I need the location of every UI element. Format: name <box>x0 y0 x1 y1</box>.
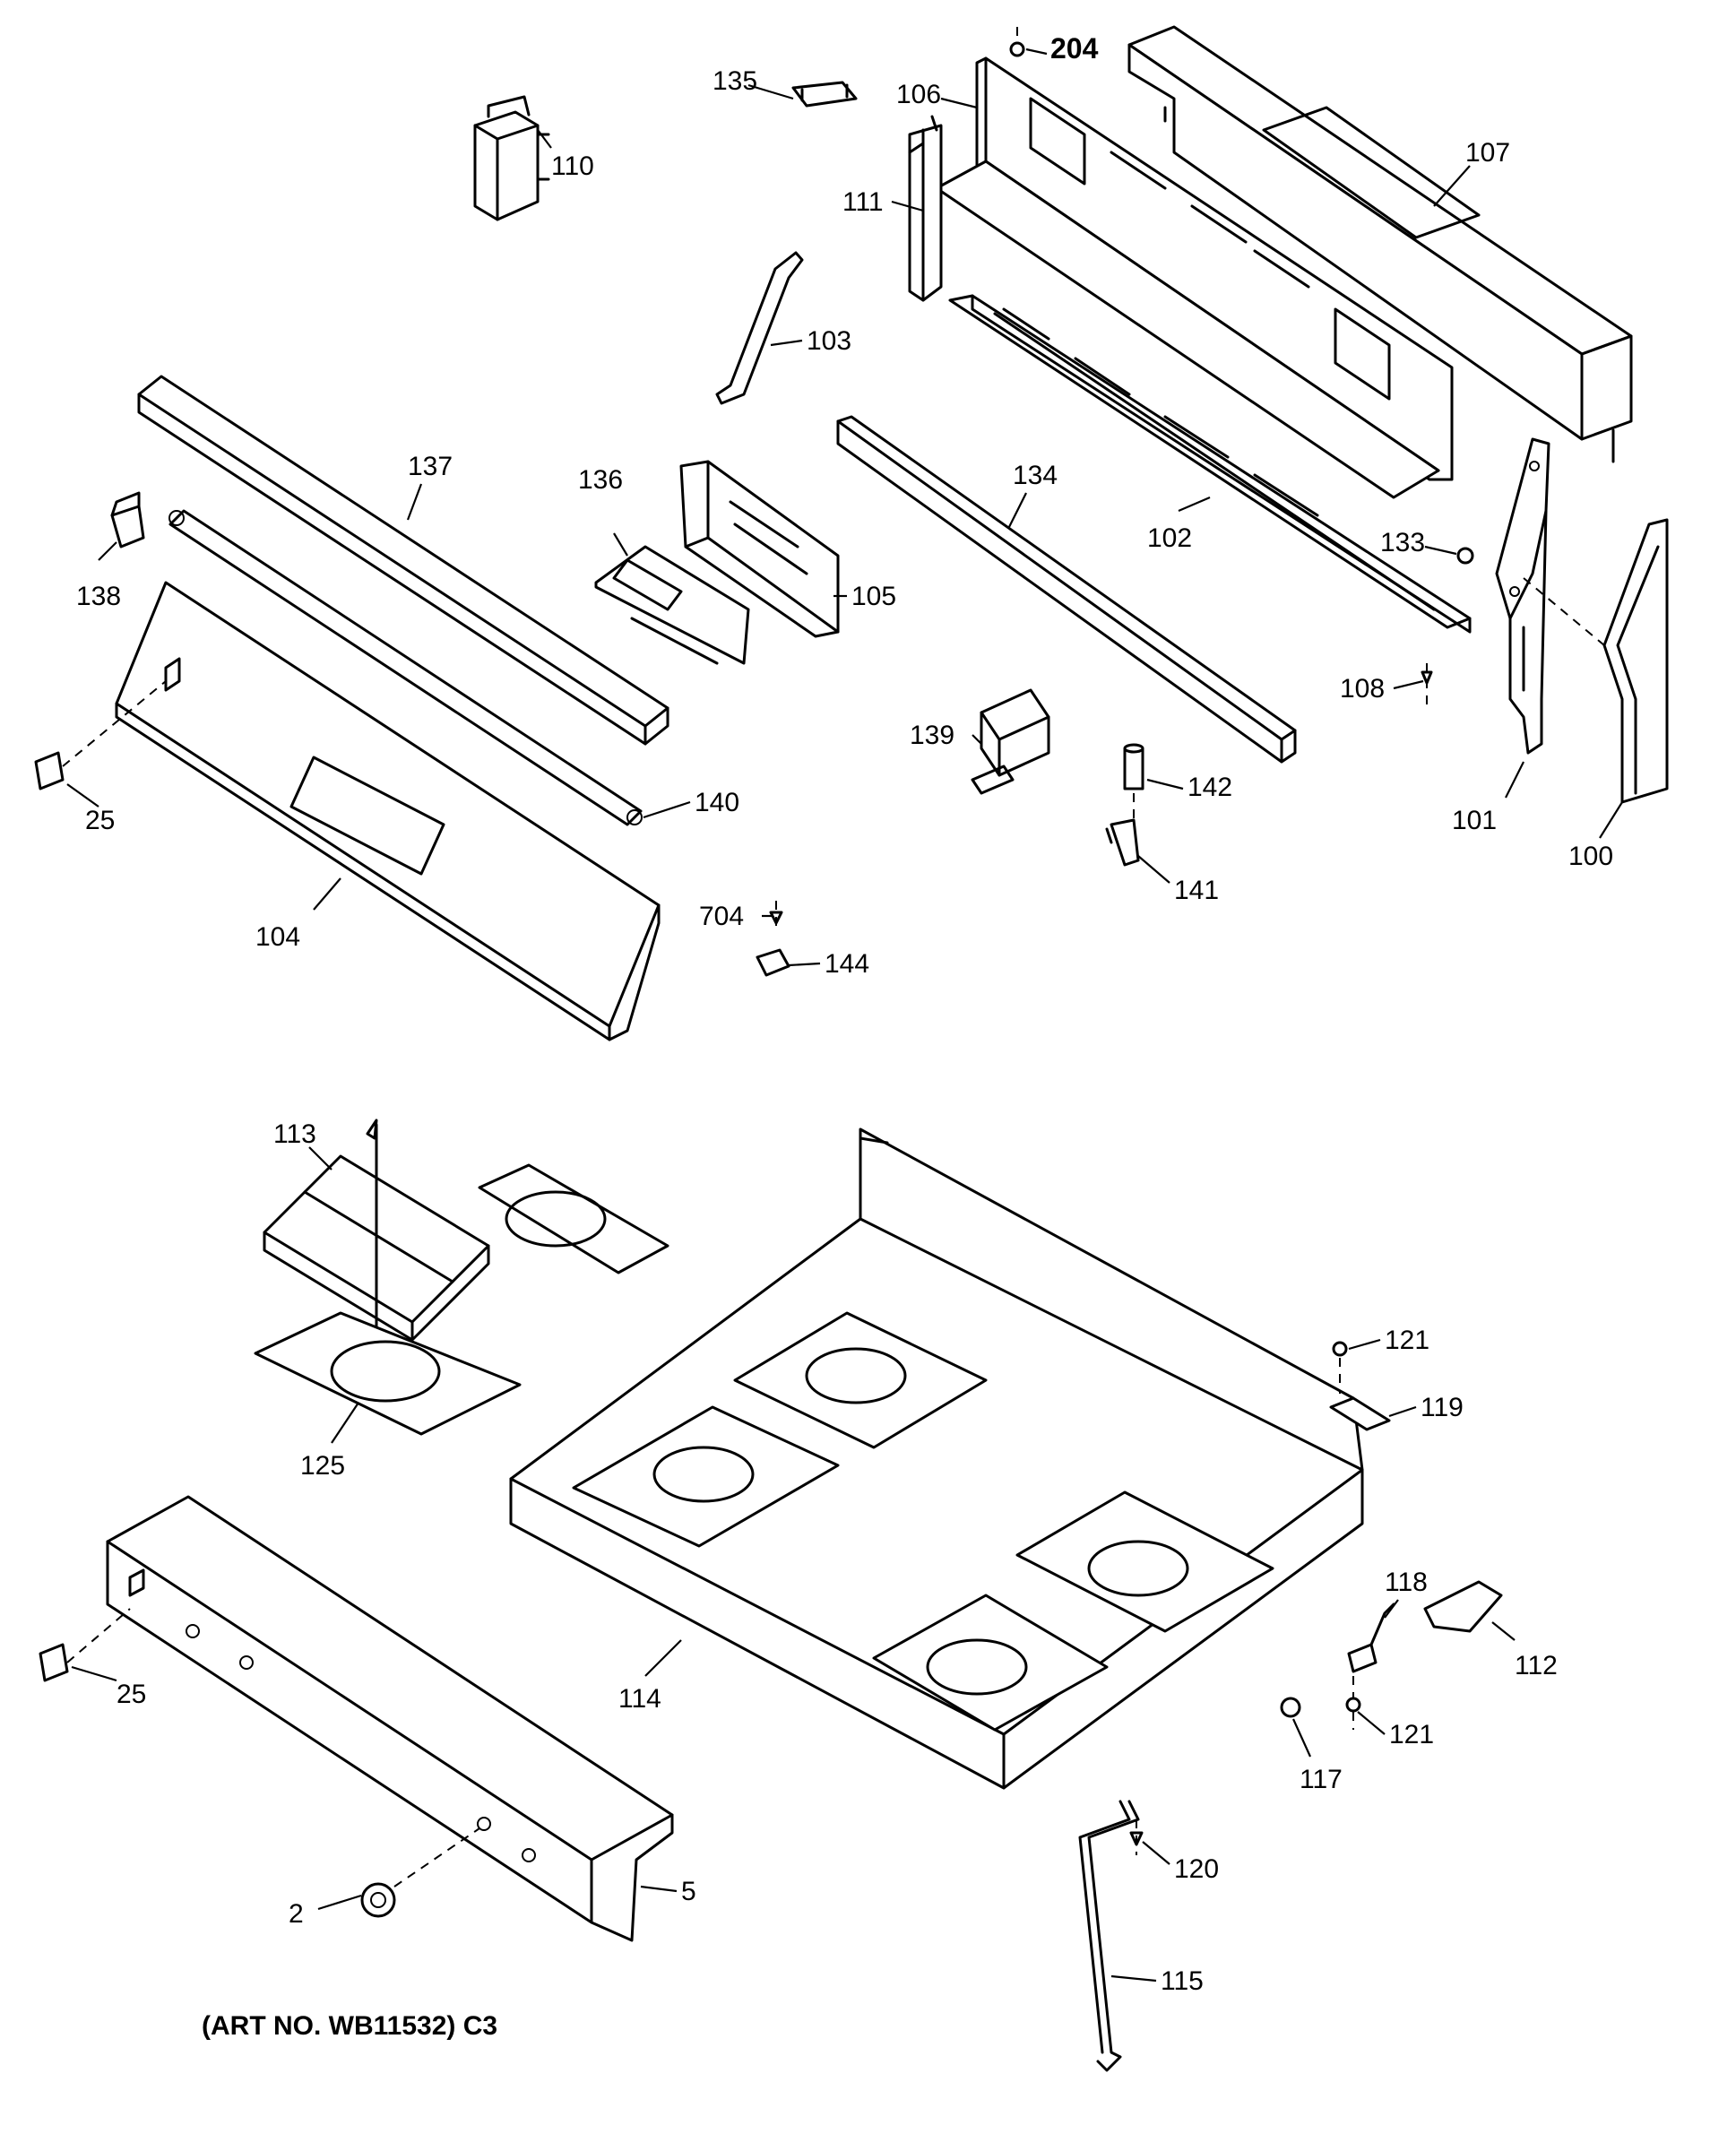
callout-labels: 204 135 106 107 110 111 103 137 136 134 … <box>76 32 1613 1996</box>
callout-2: 2 <box>289 1899 304 1929</box>
callout-103: 103 <box>807 326 851 356</box>
leader-lines <box>66 48 1623 1983</box>
part-106-back-panel <box>935 56 1454 499</box>
callout-135: 135 <box>713 66 757 96</box>
art-number-caption: (ART NO. WB11532) C3 <box>202 2011 497 2041</box>
callout-112: 112 <box>1515 1651 1558 1680</box>
callout-104: 104 <box>255 922 300 952</box>
callout-119: 119 <box>1421 1393 1464 1422</box>
callout-106: 106 <box>896 80 941 109</box>
part-101-mounting-bracket <box>1495 437 1605 755</box>
part-100-side-panel <box>1602 518 1669 804</box>
part-121-screw-lower <box>1345 1676 1361 1730</box>
callout-108: 108 <box>1340 674 1385 704</box>
callout-139: 139 <box>910 721 954 750</box>
part-135-bracket <box>791 81 858 108</box>
callout-101: 101 <box>1452 806 1497 835</box>
callout-120: 120 <box>1174 1854 1219 1884</box>
part-102-vent-channel <box>948 294 1472 634</box>
part-25-switch-upper <box>34 680 167 790</box>
part-138-switch <box>110 491 145 549</box>
callout-117: 117 <box>1300 1765 1343 1794</box>
part-117-nut <box>1280 1697 1301 1718</box>
callout-110: 110 <box>551 151 594 181</box>
part-103-bracket-rod <box>715 251 804 405</box>
callout-204: 204 <box>1050 32 1099 65</box>
part-111-side-bracket <box>908 115 943 302</box>
callout-137: 137 <box>408 452 453 481</box>
part-137-trim-bar <box>137 375 669 746</box>
callout-142: 142 <box>1188 773 1232 802</box>
callout-105: 105 <box>851 582 896 611</box>
part-114-cooktop <box>509 1127 1364 1790</box>
callout-121-lower: 121 <box>1389 1720 1434 1749</box>
part-104-control-panel <box>115 581 661 1041</box>
part-119-bracket <box>1329 1396 1391 1431</box>
part-144-clip <box>756 948 790 977</box>
part-115-rod <box>1078 1800 1140 2072</box>
part-110-box <box>473 95 550 221</box>
callout-121-upper: 121 <box>1385 1326 1429 1355</box>
part-112-clip <box>1423 1580 1503 1633</box>
part-704-screw <box>769 901 783 932</box>
callout-5: 5 <box>681 1877 696 1906</box>
part-120-screw <box>1129 1819 1144 1855</box>
callout-141: 141 <box>1174 876 1219 905</box>
callout-113: 113 <box>273 1119 316 1149</box>
callout-133: 133 <box>1380 528 1425 557</box>
callout-144: 144 <box>825 949 869 979</box>
part-118-bracket <box>1347 1602 1395 1673</box>
part-204-screw <box>1009 27 1025 57</box>
part-136-overlay <box>594 545 750 665</box>
part-140-lamp <box>168 509 643 826</box>
callout-704: 704 <box>699 902 744 931</box>
part-142-capacitor <box>1123 743 1144 820</box>
part-107-trim-cover <box>1127 25 1633 463</box>
callout-136: 136 <box>578 465 623 495</box>
part-105-control-board <box>679 460 840 638</box>
callout-118: 118 <box>1385 1568 1428 1597</box>
part-139-transformer <box>971 688 1050 795</box>
callout-114: 114 <box>618 1684 661 1714</box>
part-141-bracket <box>1105 818 1140 867</box>
part-133-nut <box>1456 547 1474 565</box>
callout-102: 102 <box>1147 523 1192 553</box>
part-2-knob <box>360 1827 480 1918</box>
part-121-screw-upper <box>1332 1341 1348 1394</box>
part-134-angle-strip <box>836 415 1297 764</box>
callout-100: 100 <box>1568 842 1613 871</box>
part-125-burner-tray <box>254 1163 669 1436</box>
callout-107: 107 <box>1465 138 1510 168</box>
part-113-grate <box>263 1119 490 1342</box>
part-25-switch-lower <box>39 1608 131 1682</box>
callout-25-lower: 25 <box>117 1680 146 1709</box>
callout-140: 140 <box>695 788 739 817</box>
callout-111: 111 <box>842 187 884 217</box>
callout-134: 134 <box>1013 461 1058 490</box>
callout-25-upper: 25 <box>85 806 115 835</box>
part-108-screw <box>1421 663 1433 708</box>
callout-115: 115 <box>1161 1966 1204 1996</box>
callout-138: 138 <box>76 582 121 611</box>
callout-125: 125 <box>300 1451 345 1481</box>
part-5-manifold-panel <box>106 1495 674 1942</box>
